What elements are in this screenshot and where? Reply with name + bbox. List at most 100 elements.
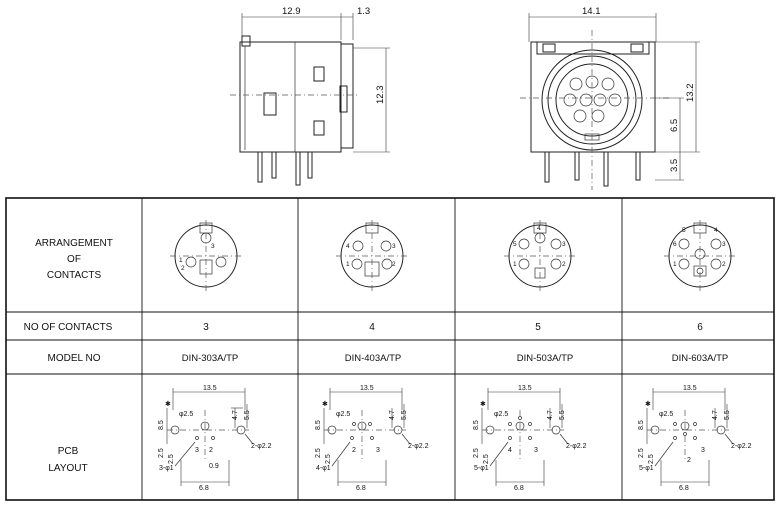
contacts-value-4: 4: [369, 322, 375, 333]
pin-2: 2: [181, 265, 185, 272]
spec-table: ARRANGEMENT OF CONTACTS NO OF CONTACTS M…: [5, 197, 775, 501]
pcb-dim-8-5: 8.5: [315, 420, 322, 430]
front-dim-bottom: 3.5: [669, 159, 680, 172]
pcb-dim-5-5: 5.5: [724, 410, 731, 420]
pin-3: 3: [392, 243, 396, 250]
svg-text:✱: ✱: [480, 400, 486, 408]
row-label-arrangement-1: ARRANGEMENT: [35, 238, 113, 249]
front-dim-height: 13.2: [685, 84, 696, 103]
pcb-width: 13.5: [360, 385, 374, 392]
side-dim-height: 12.3: [375, 86, 386, 105]
side-dim-flange: 1.3: [357, 6, 370, 17]
pcb-width: 13.5: [518, 385, 532, 392]
pcb-dim-2-5b: 2.5: [648, 454, 655, 464]
pin-1: 1: [513, 261, 517, 268]
pcb-layout-603: 13.5 ✱ φ2.5 4.7 5.5 8.5 2-φ2.2 2.5 2.5 5…: [638, 385, 752, 492]
pcb-dim-3: 3: [195, 447, 199, 454]
row-label-model: MODEL NO: [48, 353, 101, 364]
pcb-layout-503: 13.5 ✱ φ2.5 4.7 5.5 8.5 2-φ2.2 2.5 2.5 5…: [473, 385, 587, 492]
pcb-dim-4-7: 4.7: [547, 410, 554, 420]
pcb-dim-2-5b: 2.5: [325, 454, 332, 464]
pin-3: 3: [722, 241, 726, 248]
pcb-dim-3: 3: [376, 447, 380, 454]
arrangement-3-contacts: 1 2 3: [170, 220, 242, 292]
pcb-width: 13.5: [203, 385, 217, 392]
pin-3: 3: [562, 241, 566, 248]
pcb-dim-2-5a: 2.5: [638, 448, 645, 458]
pin-5: 5: [682, 227, 686, 234]
arrangement-4-contacts: 1 2 3 4: [336, 220, 408, 292]
pcb-pin-label: 3-φ1: [159, 465, 174, 472]
pcb-hole-large: 2-φ2.2: [731, 443, 752, 450]
pcb-dim-6-8: 6.8: [514, 485, 524, 492]
row-label-arrangement-3: CONTACTS: [47, 270, 102, 281]
pcb-dim-6-8: 6.8: [679, 485, 689, 492]
pcb-dim-0-9: 0.9: [209, 463, 219, 470]
model-value-403: DIN-403A/TP: [345, 353, 402, 364]
pcb-dim-2-5a: 2.5: [315, 448, 322, 458]
pin-4: 4: [346, 243, 350, 250]
svg-text:✱: ✱: [322, 400, 328, 408]
pcb-dim-4: 4: [508, 447, 512, 454]
side-view: 12.9 1.3 12.3: [230, 6, 390, 186]
model-value-503: DIN-503A/TP: [517, 353, 574, 364]
pcb-dim-8-5: 8.5: [638, 420, 645, 430]
pcb-layout-303: 13.5 ✱ φ2.5 4.7 5.5 8.5 2-φ2.2 2.5 2.5 3…: [158, 385, 272, 492]
pin-1: 1: [673, 261, 677, 268]
pin-4: 4: [714, 227, 718, 234]
pin-6: 6: [673, 241, 677, 248]
side-dim-width: 12.9: [282, 6, 301, 17]
front-dim-width: 14.1: [582, 6, 601, 17]
pcb-hole-small: φ2.5: [336, 411, 350, 418]
contacts-value-3: 3: [203, 322, 209, 333]
pcb-layout-403: 13.5 ✱ φ2.5 4.7 5.5 8.5 2-φ2.2 2.5 2.5 4…: [315, 385, 429, 492]
pcb-pin-label: 4-φ1: [316, 465, 331, 472]
pcb-dim-5-5: 5.5: [559, 410, 566, 420]
pcb-dim-3: 3: [701, 447, 705, 454]
pcb-dim-3: 3: [534, 447, 538, 454]
pcb-dim-4-7: 4.7: [389, 410, 396, 420]
pcb-width: 13.5: [683, 385, 697, 392]
pcb-dim-5-5: 5.5: [401, 410, 408, 420]
pin-4: 4: [537, 225, 541, 232]
svg-text:✱: ✱: [165, 400, 171, 408]
pcb-hole-small: φ2.5: [179, 411, 193, 418]
pcb-dim-6-8: 6.8: [199, 485, 209, 492]
contacts-value-5: 5: [535, 322, 541, 333]
pcb-dim-2: 2: [687, 457, 691, 464]
pcb-dim-2-5a: 2.5: [158, 448, 165, 458]
pcb-pin-label: 5-φ1: [474, 465, 489, 472]
row-label-pcb-2: LAYOUT: [48, 463, 87, 474]
model-value-303: DIN-303A/TP: [182, 353, 239, 364]
pcb-dim-4-7: 4.7: [232, 410, 239, 420]
arrangement-6-contacts: 1 2 3 4 5 6: [664, 220, 736, 292]
pcb-dim-2: 2: [352, 447, 356, 454]
pcb-dim-4-7: 4.7: [712, 410, 719, 420]
pcb-dim-2-5b: 2.5: [168, 454, 175, 464]
pcb-dim-6-8: 6.8: [356, 485, 366, 492]
pcb-dim-5-5: 5.5: [244, 410, 251, 420]
pcb-dim-2-5b: 2.5: [483, 454, 490, 464]
row-label-arrangement-2: OF: [67, 254, 81, 265]
pcb-hole-large: 2-φ2.2: [408, 443, 429, 450]
pcb-dim-8-5: 8.5: [473, 420, 480, 430]
row-label-pcb-1: PCB: [58, 446, 79, 457]
svg-text:✱: ✱: [645, 400, 651, 408]
pin-1: 1: [346, 261, 350, 268]
pcb-dim-2-5a: 2.5: [473, 448, 480, 458]
pin-3: 3: [211, 243, 215, 250]
pcb-hole-small: φ2.5: [494, 411, 508, 418]
pin-5: 5: [513, 241, 517, 248]
front-dim-center: 6.5: [669, 119, 680, 132]
pcb-hole-small: φ2.5: [659, 411, 673, 418]
arrangement-5-contacts: 1 2 3 4 5: [504, 220, 576, 292]
pin-1: 1: [179, 257, 183, 264]
pcb-dim-8-5: 8.5: [158, 420, 165, 430]
pcb-pin-label: 5-φ1: [639, 465, 654, 472]
pin-2: 2: [722, 261, 726, 268]
model-value-603: DIN-603A/TP: [672, 353, 729, 364]
front-view: 14.1 13.2 6.5 3.5: [520, 6, 700, 190]
pcb-dim-2: 2: [209, 447, 213, 454]
pin-2: 2: [392, 261, 396, 268]
